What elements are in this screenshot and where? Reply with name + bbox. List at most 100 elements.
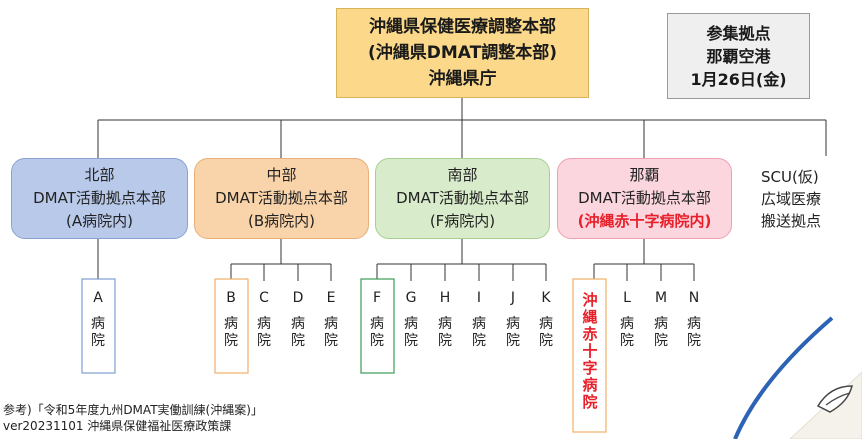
hospital-letter: H: [439, 290, 451, 306]
hospital-suffix-char: 病: [257, 316, 271, 332]
hospital-suffix-char: 院: [257, 333, 271, 349]
reference-note: 参考)「令和5年度九州DMAT実働訓練(沖縄案)」 ver20231101 沖縄…: [3, 402, 263, 434]
hospital-suffix-char: 病: [370, 316, 384, 332]
region-unit: DMAT活動拠点本部: [578, 189, 711, 207]
reference-line-2: ver20231101 沖縄県保健福祉医療政策課: [3, 419, 232, 433]
red-cross-char: 字: [582, 359, 598, 377]
hospital-suffix-char: 院: [370, 333, 384, 349]
hospital-letter: F: [372, 290, 382, 306]
hospital-suffix-char: 病: [472, 316, 486, 332]
region-name: 中部: [266, 166, 297, 184]
region-location: (A病院内): [66, 212, 133, 230]
hospital-suffix-char: 院: [539, 333, 553, 349]
hospital-letter: N: [688, 290, 700, 306]
hospital-suffix-char: 院: [687, 333, 701, 349]
assembly-title: 参集拠点: [706, 23, 771, 43]
hospital-suffix-char: 病: [539, 316, 553, 332]
red-cross-char: 十: [582, 342, 598, 360]
red-cross-hospital: 沖縄赤十字病院: [578, 292, 602, 411]
red-cross-char: 沖: [582, 291, 598, 309]
scu-line: 広域医療: [761, 190, 822, 208]
hospital-suffix-char: 院: [620, 333, 634, 349]
region-location: (沖縄赤十字病院内): [577, 212, 712, 230]
hospital-suffix-char: 院: [291, 333, 305, 349]
hospital-letter: E: [326, 290, 336, 306]
region-central-box: 中部 DMAT活動拠点本部 (B病院内): [194, 158, 369, 239]
hospital-suffix-char: 病: [687, 316, 701, 332]
hospital-suffix-char: 病: [620, 316, 634, 332]
scu-line: SCU(仮): [761, 168, 819, 186]
hospital-suffix-char: 病: [404, 316, 418, 332]
hospital-suffix-char: 病: [324, 316, 338, 332]
red-cross-char: 院: [582, 393, 598, 411]
hq-location: 沖縄県庁: [428, 69, 497, 89]
region-unit: DMAT活動拠点本部: [33, 189, 166, 207]
hospital-suffix-char: 院: [404, 333, 418, 349]
region-unit: DMAT活動拠点本部: [396, 189, 529, 207]
hospital-b-box: [214, 278, 249, 374]
red-cross-char: 病: [582, 376, 598, 394]
hospital-suffix-char: 院: [654, 333, 668, 349]
region-location: (B病院内): [248, 212, 315, 230]
hospital-letter: M: [654, 290, 668, 306]
reference-line-1: 参考)「令和5年度九州DMAT実働訓練(沖縄案)」: [3, 403, 263, 417]
airplane-decoration: [733, 316, 862, 439]
hospital-suffix-char: 院: [91, 333, 105, 349]
region-name: 南部: [447, 166, 478, 184]
scu-line: 搬送拠点: [761, 212, 822, 230]
hq-subtitle: (沖縄県DMAT調整本部): [367, 43, 557, 63]
hospital-f-box: [360, 278, 395, 374]
region-south-box: 南部 DMAT活動拠点本部 (F病院内): [375, 158, 550, 239]
assembly-place: 那覇空港: [706, 46, 771, 66]
region-name: 北部: [84, 166, 115, 184]
red-cross-hospital-box: [572, 278, 607, 433]
hospital-letter: I: [476, 290, 482, 306]
scu-label: SCU(仮) 広域医療 搬送拠点: [761, 166, 821, 232]
hospital-suffix-char: 病: [438, 316, 452, 332]
hospital-suffix-char: 病: [506, 316, 520, 332]
assembly-point-box: 参集拠点 那覇空港 1月26日(金): [667, 13, 810, 99]
hospital-suffix-char: 院: [324, 333, 338, 349]
hospital-a-box: [81, 278, 116, 374]
hq-box: 沖縄県保健医療調整本部 (沖縄県DMAT調整本部) 沖縄県庁: [336, 8, 589, 98]
assembly-date: 1月26日(金): [690, 69, 787, 89]
hospital-letter: K: [541, 290, 551, 306]
region-naha-box: 那覇 DMAT活動拠点本部 (沖縄赤十字病院内): [557, 158, 732, 239]
hospital-letter: J: [510, 290, 516, 306]
hospital-letter: L: [623, 290, 631, 306]
hospital-suffix-char: 病: [224, 316, 238, 332]
hospital-suffix-char: 病: [654, 316, 668, 332]
red-cross-char: 縄: [582, 308, 598, 326]
hq-title: 沖縄県保健医療調整本部: [369, 17, 556, 37]
region-unit: DMAT活動拠点本部: [215, 189, 348, 207]
hospital-suffix-char: 病: [91, 316, 105, 332]
hospital-letter: B: [226, 290, 236, 306]
region-location: (F病院内): [429, 212, 496, 230]
hospital-suffix-char: 院: [506, 333, 520, 349]
hospital-letter: C: [259, 290, 269, 306]
hospital-suffix-char: 病: [291, 316, 305, 332]
hospital-suffix-char: 院: [224, 333, 238, 349]
hospital-letter: D: [292, 290, 304, 306]
red-cross-char: 赤: [582, 325, 598, 343]
hospital-suffix-char: 院: [472, 333, 486, 349]
region-north-box: 北部 DMAT活動拠点本部 (A病院内): [11, 158, 188, 239]
region-name: 那覇: [629, 166, 660, 184]
hospital-letter: G: [405, 290, 417, 306]
hospital-letter: A: [93, 290, 103, 306]
hospital-suffix-char: 院: [438, 333, 452, 349]
